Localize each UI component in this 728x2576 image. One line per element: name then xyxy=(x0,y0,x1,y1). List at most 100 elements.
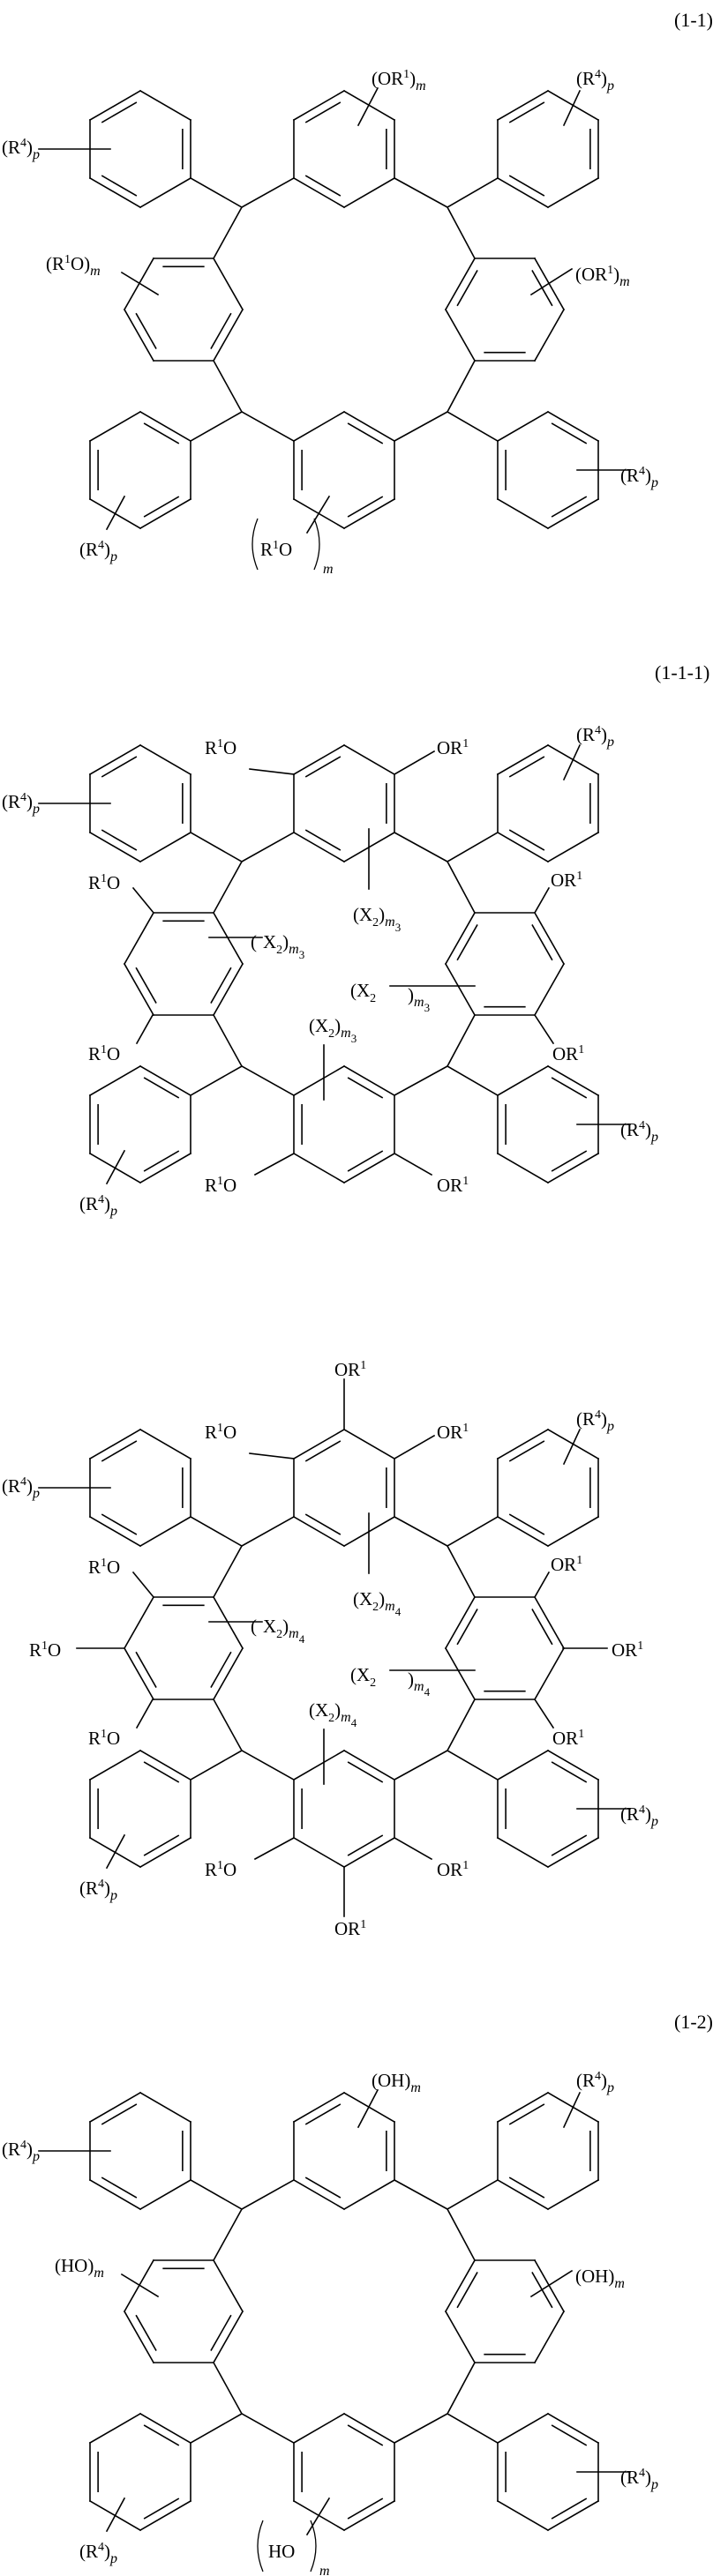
top-center-ring xyxy=(292,2091,396,2211)
right-middle-ring xyxy=(444,911,566,1017)
substituent-label: R1O xyxy=(88,872,120,893)
top-center-ring xyxy=(292,1428,396,1548)
formula-label-1-1-1: (1-1-1) xyxy=(655,661,710,683)
substituent-label: (R4)p xyxy=(2,791,40,817)
substituent-label: X2)m3 xyxy=(263,931,304,961)
substituent-label: R1O xyxy=(88,1043,120,1064)
methine-bridge-bonds xyxy=(189,2178,499,2445)
paren-subscript: m xyxy=(323,562,334,577)
substituent-label: )m4 xyxy=(408,1669,431,1699)
substituent-bonds xyxy=(38,1378,631,1917)
top-center-ring xyxy=(292,743,396,863)
top-right-phenyl xyxy=(496,89,600,209)
substituent-label: OR1 xyxy=(437,737,469,758)
left-middle-ring xyxy=(123,2259,244,2364)
substituent-label: OR1 xyxy=(612,1639,643,1661)
substituent-label: (R4)p xyxy=(576,1408,614,1434)
substituent-label: (R4)p xyxy=(79,1193,117,1219)
substituent-label: (R4)p xyxy=(620,1119,658,1145)
substituent-label: (R4)p xyxy=(2,2139,40,2164)
substituent-bonds xyxy=(38,2088,631,2536)
substituent-label: OR1 xyxy=(334,1359,366,1380)
substituent-label: OR1 xyxy=(334,1918,366,1939)
substituent-label: OR1 xyxy=(437,1859,469,1880)
top-right-phenyl xyxy=(496,1428,600,1548)
substituent-label: (R4)p xyxy=(79,539,117,564)
top-left-phenyl xyxy=(88,89,192,209)
substituent-label: OR1 xyxy=(552,1728,584,1749)
big-paren xyxy=(310,2520,317,2572)
left-middle-ring xyxy=(123,1595,244,1701)
methine-bridge-bonds xyxy=(189,176,499,443)
substituent-label: R1O xyxy=(205,1175,236,1196)
bottom-center-ring xyxy=(292,1064,396,1184)
bottom-left-phenyl xyxy=(88,1749,192,1869)
substituent-label: (OR1)m xyxy=(372,68,426,93)
substituent-label: (R4)p xyxy=(576,68,614,93)
substituent-label: (X2)m4 xyxy=(353,1588,402,1618)
substituent-label: (R4)p xyxy=(620,1803,658,1829)
substituent-label: (R4)p xyxy=(576,2070,614,2095)
substituent-label: OR1 xyxy=(551,870,582,891)
paren-subscript: m xyxy=(319,2564,330,2576)
bottom-right-phenyl xyxy=(496,2412,600,2532)
top-right-phenyl xyxy=(496,2091,600,2211)
methine-bridge-bonds xyxy=(189,1515,499,1781)
substituent-label: R1O xyxy=(205,1422,236,1443)
bottom-left-phenyl xyxy=(88,410,192,530)
substituent-label: (R4)p xyxy=(620,2467,658,2492)
substituent-label: (X2)m4 xyxy=(309,1699,357,1729)
substituent-label: (X2 xyxy=(350,1664,376,1690)
substituent-label: R1O xyxy=(205,737,236,758)
substituent-label: (R4)p xyxy=(2,1475,40,1501)
substituent-label: R1O xyxy=(88,1557,120,1578)
bottom-right-phenyl xyxy=(496,1064,600,1184)
substituent-label: OR1 xyxy=(437,1175,469,1196)
big-paren xyxy=(257,2520,264,2572)
substituent-label: (R4)p xyxy=(79,2541,117,2566)
substituent-label: R1O xyxy=(260,539,292,560)
right-middle-ring xyxy=(444,2259,566,2364)
top-left-phenyl xyxy=(88,2091,192,2211)
right-middle-ring xyxy=(444,257,566,362)
substituent-label: HO xyxy=(268,2541,295,2562)
substituent-label: (X2 xyxy=(350,980,376,1005)
substituent-label: R1O xyxy=(29,1639,61,1661)
substituent-label: (OH)m xyxy=(575,2266,625,2291)
bottom-center-ring xyxy=(292,1749,396,1869)
substituent-label: OR1 xyxy=(551,1554,582,1575)
substituent-label: R1O xyxy=(88,1728,120,1749)
methine-bridge-bonds xyxy=(189,831,499,1097)
substituent-label: (HO)m xyxy=(55,2255,104,2281)
substituent-label: (X2)m3 xyxy=(309,1015,356,1045)
big-paren xyxy=(251,518,259,571)
formula-label-1-1: (1-1) xyxy=(674,9,713,31)
substituent-label: X2)m4 xyxy=(263,1616,305,1646)
bottom-left-phenyl xyxy=(88,1064,192,1184)
substituent-label: (R4)p xyxy=(576,724,614,750)
substituent-label: (OR1)m xyxy=(575,264,630,289)
big-paren xyxy=(313,518,320,571)
substituent-label: (OH)m xyxy=(372,2070,421,2095)
substituent-label: OR1 xyxy=(552,1043,584,1064)
left-middle-ring xyxy=(123,257,244,362)
substituent-label: (X2)m3 xyxy=(353,904,401,934)
substituent-bonds xyxy=(38,743,631,1185)
substituent-label: (R4)p xyxy=(2,137,40,162)
left-middle-ring xyxy=(123,911,244,1017)
substituent-label: R1O xyxy=(205,1859,236,1880)
top-center-ring xyxy=(292,89,396,209)
substituent-bonds xyxy=(38,86,631,534)
substituent-label: (R1O)m xyxy=(46,253,101,279)
substituent-label: (R4)p xyxy=(79,1878,117,1903)
paren-glyph: ( xyxy=(251,931,257,952)
substituent-label: OR1 xyxy=(437,1422,469,1443)
formula-label-1-2: (1-2) xyxy=(674,2011,713,2033)
bottom-center-ring xyxy=(292,410,396,530)
